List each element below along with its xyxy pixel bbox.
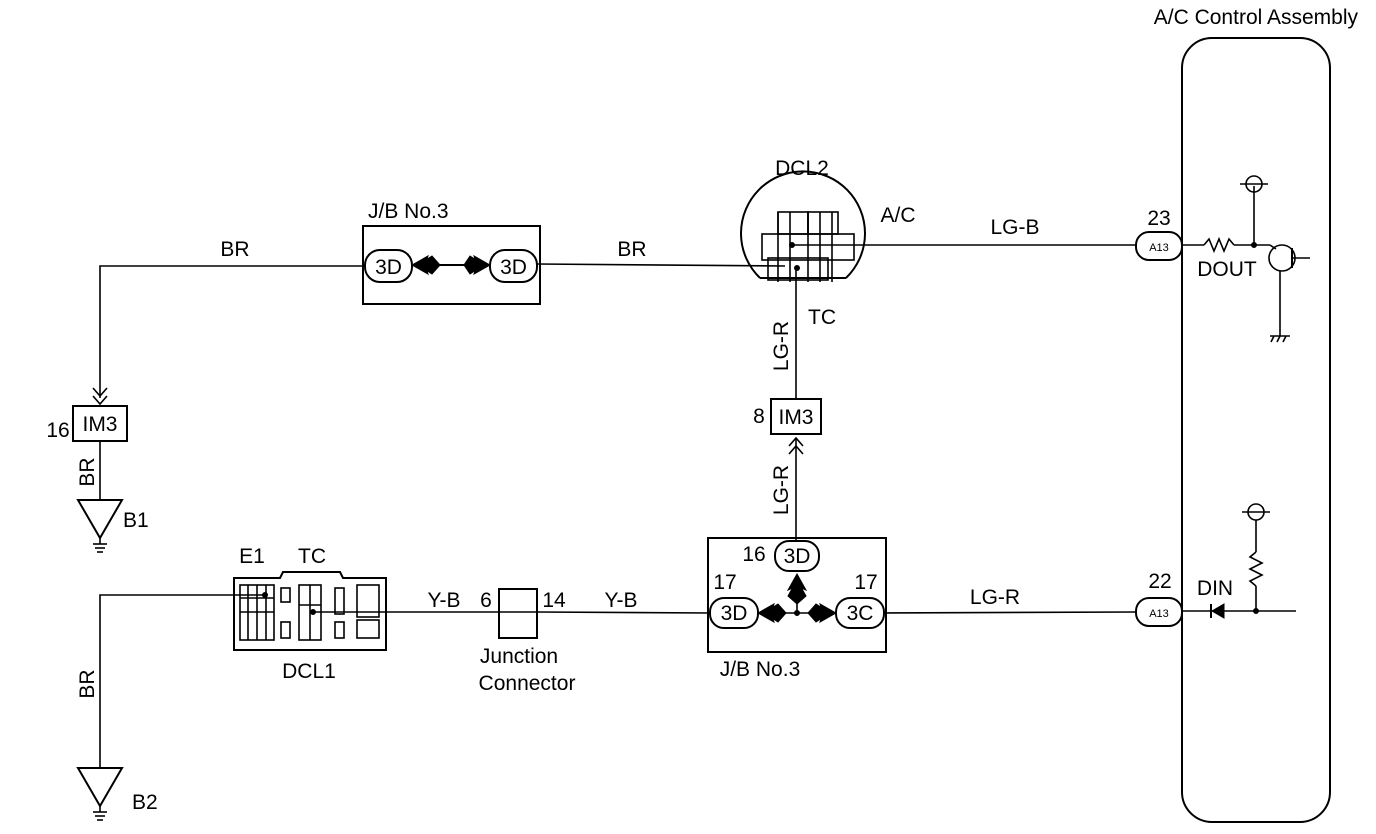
top-jb-right-terminal — [489, 249, 538, 283]
ground-b2-label: B2 — [132, 791, 158, 814]
dcl2-tc-pin-label: TC — [808, 306, 836, 329]
wire-label-y-b: Y-B — [604, 589, 637, 612]
bottom-jb-right-pin-number: 17 — [854, 571, 877, 594]
wire-label-y-b: Y-B — [427, 589, 460, 612]
lg-b-wire: LG-B — [792, 216, 1136, 246]
din-pin-number: 22 — [1148, 570, 1171, 593]
br-wire-b2: BR — [76, 594, 265, 768]
dcl1-e1-pin-label: E1 — [239, 545, 265, 568]
ground-b2: B2 — [76, 767, 158, 821]
dout-terminal: A13 23 DOUT — [1135, 175, 1310, 343]
y-b-wire-right: Y-B — [536, 589, 711, 614]
dcl1-connector: E1 TC DCL1 — [233, 545, 387, 683]
im3-left-connector: IM3 16 BR — [46, 387, 128, 500]
top-jb-right-pin-label: 3D — [500, 256, 527, 279]
chassis-ground-icon — [1270, 335, 1287, 343]
a13-connector-din — [1135, 597, 1183, 627]
dcl2-ac-pin-label: A/C — [880, 204, 915, 227]
male-pin-icon — [92, 387, 108, 406]
dcl1-tc-pin-label: TC — [298, 545, 326, 568]
wire-label-br: BR — [617, 238, 646, 261]
im3-mid-pin-number: 8 — [753, 405, 765, 428]
bottom-jb-top-terminal — [774, 540, 820, 572]
im3-left-label: IM3 — [82, 413, 117, 436]
ground-b1: B1 — [76, 499, 149, 553]
wire-label-lg-r: LG-R — [770, 321, 793, 371]
dcl2-connector: DCL2 A/C TC — [740, 157, 916, 329]
dout-label: DOUT — [1197, 258, 1257, 281]
ac-control-assembly-title: A/C Control Assembly — [1154, 6, 1359, 29]
br-wire-top-left: BR — [99, 238, 365, 398]
diode-icon — [1211, 603, 1225, 619]
junction-connector: 6 14 Junction Connector — [479, 588, 576, 695]
top-jb-left-pin-label: 3D — [375, 256, 402, 279]
bottom-jb-label: J/B No.3 — [720, 658, 801, 681]
im3-mid-label: IM3 — [778, 406, 813, 429]
top-junction-block: J/B No.3 3D 3D — [362, 200, 541, 305]
dout-pin-number: 23 — [1147, 207, 1170, 230]
top-jb-label: J/B No.3 — [368, 200, 449, 223]
dcl2-label: DCL2 — [775, 157, 829, 180]
a13-connector-label: A13 — [1149, 608, 1169, 620]
lg-r-wire-upper: LG-R — [770, 268, 797, 399]
dcl1-label: DCL1 — [282, 660, 336, 683]
lg-r-wire-bottom: LG-R — [883, 586, 1137, 614]
y-b-wire-left: Y-B — [313, 589, 499, 613]
resistor-icon — [1248, 551, 1264, 587]
wire-label-br: BR — [76, 669, 99, 698]
wire-label-lg-r: LG-R — [770, 465, 793, 515]
junction-pin-left-number: 6 — [480, 589, 492, 612]
ground-b1-label: B1 — [123, 509, 149, 532]
im3-mid-connector: IM3 8 LG-R — [753, 398, 822, 545]
bottom-jb-left-arrow-icon — [756, 602, 787, 624]
a13-connector-label: A13 — [1149, 242, 1169, 254]
bottom-jb-top-pin-label: 3D — [784, 545, 811, 568]
junction-connector-label-line2: Connector — [479, 672, 576, 695]
ground-triangle-icon — [76, 767, 124, 808]
din-label: DIN — [1197, 577, 1233, 600]
top-jb-left-arrow-icon — [410, 254, 441, 276]
wire-label-br: BR — [76, 457, 99, 486]
bottom-jb-right-pin-label: 3C — [847, 602, 874, 625]
bottom-jb-top-pin-number: 16 — [742, 543, 765, 566]
din-terminal: A13 22 DIN — [1135, 503, 1296, 627]
resistor-icon — [1203, 236, 1235, 254]
bottom-jb-top-arrow-icon — [786, 572, 808, 605]
ground-triangle-icon — [76, 499, 124, 540]
top-jb-right-arrow-icon — [463, 254, 492, 276]
bottom-jb-right-arrow-icon — [807, 602, 838, 624]
wire-label-lg-b: LG-B — [990, 216, 1039, 239]
bottom-junction-block: J/B No.3 3D 16 3D 17 3C 17 — [707, 537, 887, 681]
bottom-jb-left-pin-number: 17 — [713, 571, 736, 594]
junction-connector-label: Junction — [480, 645, 558, 668]
wire-label-lg-r: LG-R — [970, 586, 1020, 609]
im3-left-pin-number: 16 — [46, 419, 69, 442]
br-wire-top-mid: BR — [536, 238, 786, 267]
junction-pin-right-number: 14 — [542, 589, 566, 612]
bottom-jb-left-pin-label: 3D — [721, 602, 748, 625]
a13-connector-dout — [1135, 231, 1183, 261]
wire-label-br: BR — [220, 238, 249, 261]
ac-control-assembly: A/C Control Assembly — [1154, 6, 1359, 823]
